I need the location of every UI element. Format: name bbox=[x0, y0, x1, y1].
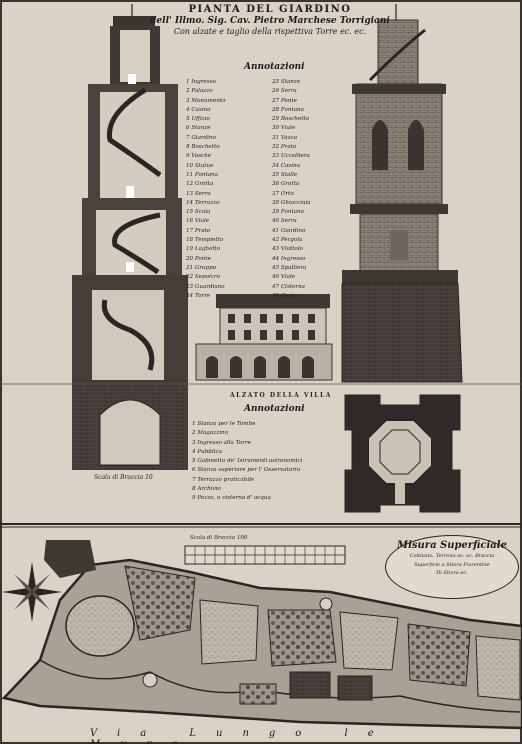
annotation-item: 3 Monumento bbox=[186, 97, 226, 104]
annotation-item: 31 Vasca bbox=[272, 134, 298, 141]
annotation-item: 24 Torre bbox=[186, 292, 211, 299]
annotation-item: 3 Ingresso alla Torre bbox=[192, 439, 251, 446]
annotation-item: 14 Terrazzo bbox=[186, 199, 220, 206]
annotation-item: 9 Vasche bbox=[186, 153, 212, 160]
plan-scale-caption: Scala di Braccia 100 bbox=[190, 535, 248, 541]
annotation-item: 30 Viale bbox=[272, 125, 296, 132]
annotation-item: 33 Uccelliera bbox=[272, 153, 310, 160]
annotation-item: 40 Serra bbox=[272, 218, 297, 225]
annotation-item: 5 Uffizio bbox=[186, 116, 210, 123]
annotation-item: 6 Stanza superiore per l' Osservatorio bbox=[192, 467, 301, 474]
misura-cartouche: Misura Superficiale Coltivato, Terreno e… bbox=[385, 535, 519, 599]
annotation-item: 20 Ponte bbox=[186, 255, 211, 262]
annotation-item: 18 Tempietto bbox=[186, 237, 224, 244]
tower-scale-caption: Scala di Braccia 10 bbox=[94, 474, 153, 481]
annotations-list-bottom: 1 Stanza per le Tombe 2 Magazzino 3 Ingres… bbox=[192, 420, 340, 504]
annotation-item: 22 Sepolcro bbox=[186, 274, 220, 281]
annotation-item: 2 Palazzo bbox=[186, 88, 213, 95]
annotation-item: 5 Gabinetto de' Istrumenti astronomici bbox=[192, 458, 303, 465]
annotation-item: 16 Viale bbox=[186, 218, 210, 225]
annotation-item: 4 Casina bbox=[186, 106, 211, 113]
misura-line: Di Stiora ec. bbox=[436, 570, 468, 576]
annotation-item: 9 Pozzo, o cisterna d' acqua bbox=[192, 495, 271, 502]
annotations-heading: Annotazioni bbox=[244, 62, 305, 72]
elevation-caption: ALZATO DELLA VILLA bbox=[230, 392, 332, 399]
annotations-list-right: 25 Stanze 26 Serra 27 Ponte 28 Fontana 29 Bo… bbox=[272, 78, 350, 301]
annotation-item: 41 Giardino bbox=[272, 227, 306, 234]
annotation-item: 29 Boschetto bbox=[272, 116, 310, 123]
annotation-item: 32 Prato bbox=[272, 144, 297, 151]
annotation-item: 26 Serra bbox=[272, 88, 297, 95]
annotation-item: 1 Ingresso bbox=[186, 79, 216, 85]
annotation-item: 34 Casina bbox=[272, 162, 301, 169]
misura-line: Coltivato, Terreno ec. ec. Braccia bbox=[409, 553, 495, 559]
annotation-item: 19 Laghetto bbox=[186, 246, 221, 253]
annotation-item: 23 Guardiano bbox=[186, 283, 225, 290]
map-title: PIANTA DEL GIARDINO dell' Illmo. Sig. Ca… bbox=[150, 4, 390, 36]
misura-line: Superficie a Stiora Fiorentine bbox=[414, 561, 490, 568]
annotation-item: 17 Prato bbox=[186, 227, 211, 234]
annotations-heading: Annotazioni bbox=[244, 404, 305, 414]
annotation-item: 36 Grotta bbox=[272, 181, 300, 188]
annotation-item: 45 Spalliera bbox=[272, 264, 307, 271]
garden-plan-drawing bbox=[1, 540, 522, 730]
annotation-item: 38 Ghiacciaia bbox=[272, 199, 311, 206]
annotation-item: 10 Statue bbox=[186, 162, 214, 169]
annotation-item: 46 Viale bbox=[272, 274, 296, 281]
annotation-item: 8 Boschetto bbox=[186, 144, 220, 151]
annotation-item: 1 Stanza per le Tombe bbox=[192, 421, 256, 427]
annotation-item: 48 Casino bbox=[272, 292, 301, 299]
annotation-item: 4 Pubblica bbox=[192, 448, 222, 455]
annotation-item: 12 Grotta bbox=[186, 181, 214, 188]
annotation-item: 39 Fontana bbox=[272, 209, 304, 216]
scale-bar bbox=[184, 545, 346, 565]
annotation-item: 13 Serra bbox=[186, 190, 211, 197]
annotation-item: 7 Giardino bbox=[186, 134, 216, 141]
annotation-item: 8 Archivio bbox=[192, 486, 221, 493]
title-line-3: Con alzate e taglio della rispettiva Tor… bbox=[173, 27, 367, 36]
tower-elevation-drawing bbox=[341, 4, 463, 383]
annotation-item: 2 Magazzino bbox=[192, 430, 228, 437]
tower-floor-plan bbox=[344, 394, 461, 513]
annotation-item: 11 Fontana bbox=[186, 171, 218, 178]
annotation-item: 21 Gruppo bbox=[186, 264, 217, 271]
annotation-item: 42 Pergola bbox=[272, 237, 303, 244]
compass-rose-icon bbox=[2, 562, 62, 622]
annotation-item: 35 Stalle bbox=[272, 171, 298, 178]
annotation-item: 37 Orto bbox=[272, 190, 294, 197]
title-line-1: PIANTA DEL GIARDINO bbox=[188, 4, 352, 15]
annotation-item: 44 Ingresso bbox=[272, 255, 306, 262]
tower-section-drawing bbox=[72, 4, 188, 470]
title-line-2: dell' Illmo. Sig. Cav. Pietro Marchese T… bbox=[150, 16, 390, 26]
villa-elevation-drawing bbox=[195, 294, 333, 381]
annotation-item: 47 Cisterna bbox=[272, 283, 306, 290]
annotation-item: 27 Ponte bbox=[272, 97, 297, 104]
annotation-item: 7 Terrazzo praticabile bbox=[192, 476, 255, 483]
annotation-item: 28 Fontana bbox=[272, 106, 304, 113]
annotation-item: 43 Viottolo bbox=[272, 246, 304, 253]
street-label: Via Lungo le Mura bbox=[90, 728, 394, 744]
annotation-item: 6 Stanze bbox=[186, 125, 211, 132]
misura-heading: Misura Superficiale bbox=[397, 540, 507, 551]
annotation-item: 15 Scala bbox=[186, 209, 211, 216]
annotations-list-left: 1 Ingresso 2 Palazzo 3 Monumento 4 Casina 5 … bbox=[186, 78, 264, 301]
annotation-item: 25 Stanze bbox=[272, 79, 301, 85]
